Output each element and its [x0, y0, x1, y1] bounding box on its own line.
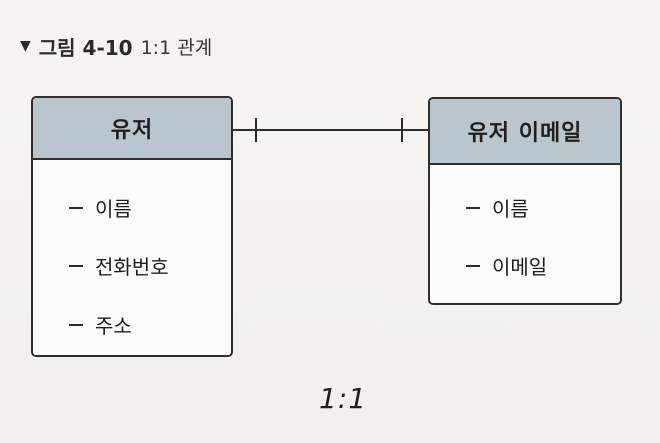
- figure-caption: ▼ 그림 4-10 1:1 관계: [20, 34, 213, 60]
- user-email-entity: 유저 이메일 이름 이메일: [428, 97, 622, 305]
- user-entity-header: 유저: [33, 98, 231, 160]
- attribute-label: 이메일: [492, 255, 548, 279]
- attribute-label: 전화번호: [95, 255, 169, 279]
- user-entity: 유저 이름 전화번호 주소: [31, 96, 233, 357]
- user-attribute-address: 주소: [69, 310, 132, 339]
- user-attribute-phone: 전화번호: [69, 251, 169, 280]
- attribute-label: 이름: [95, 197, 132, 221]
- attribute-dash: [69, 206, 83, 209]
- attribute-dash: [466, 264, 480, 267]
- attribute-dash: [466, 206, 480, 209]
- user-attribute-name: 이름: [69, 193, 132, 222]
- attribute-dash: [69, 323, 83, 326]
- user-email-entity-name: 유저 이메일: [467, 121, 583, 146]
- caption-marker: ▼: [20, 38, 31, 54]
- user-entity-name: 유저: [110, 118, 154, 143]
- figure-title: 1:1 관계: [140, 36, 213, 59]
- attribute-dash: [69, 264, 83, 267]
- user-email-entity-header: 유저 이메일: [430, 99, 620, 165]
- user-email-attribute-name: 이름: [466, 193, 529, 222]
- user-email-attribute-email: 이메일: [466, 251, 547, 280]
- attribute-label: 주소: [95, 314, 132, 338]
- relationship-label: 1:1: [319, 382, 368, 415]
- attribute-label: 이름: [492, 197, 529, 221]
- user-entity-body: 이름 전화번호 주소: [33, 160, 231, 355]
- figure-label: 그림 4-10: [38, 35, 133, 60]
- user-email-entity-body: 이름 이메일: [430, 165, 620, 303]
